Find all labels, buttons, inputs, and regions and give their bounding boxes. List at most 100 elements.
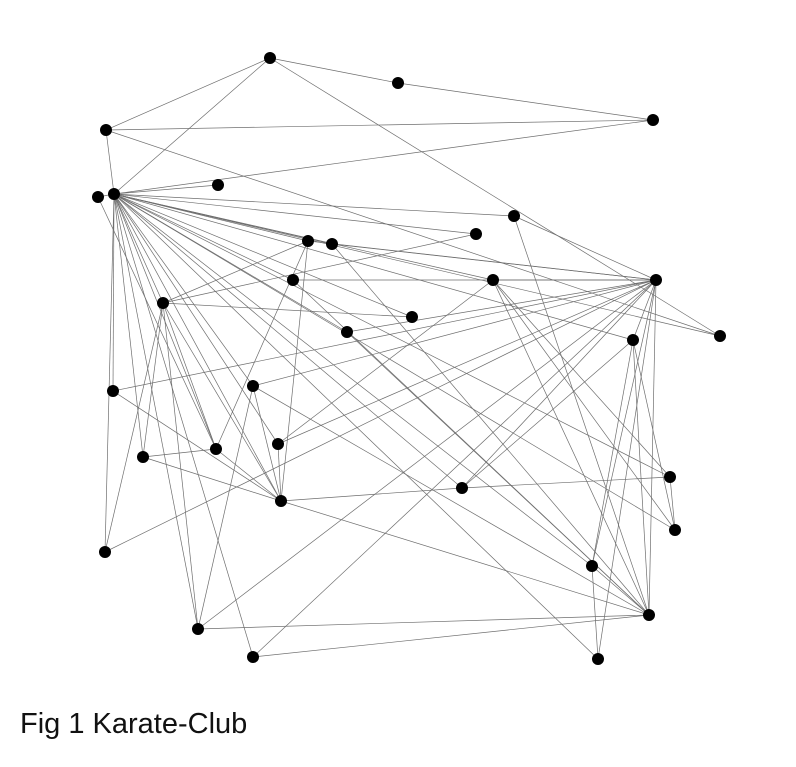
graph-edge: [105, 129, 721, 337]
graph-edge: [113, 193, 254, 658]
graph-edge: [113, 193, 593, 567]
graph-edge: [112, 193, 115, 392]
graph-node: [264, 52, 276, 64]
graph-edge: [113, 193, 294, 281]
graph-node: [100, 124, 112, 136]
graph-edge: [113, 57, 271, 195]
graph-edge: [461, 476, 671, 489]
graph-node: [108, 188, 120, 200]
graph-edges: [97, 57, 721, 660]
graph-edge: [269, 57, 399, 84]
graph-node: [664, 471, 676, 483]
graph-edge: [113, 193, 164, 304]
graph-edge: [113, 193, 254, 387]
graph-edge: [492, 279, 676, 531]
figure-caption: Fig 1 Karate-Club: [20, 708, 248, 740]
graph-edge: [113, 193, 477, 235]
graph-edge: [277, 279, 657, 445]
graph-node: [192, 623, 204, 635]
graph-edge: [513, 215, 650, 616]
graph-node: [287, 274, 299, 286]
graph-edge: [648, 279, 657, 616]
graph-edge: [113, 193, 463, 489]
graph-edge: [113, 193, 676, 531]
graph-edge: [97, 196, 217, 450]
graph-edge: [252, 385, 282, 502]
graph-edge: [461, 339, 634, 489]
graph-node: [272, 438, 284, 450]
graph-node: [456, 482, 468, 494]
graph-node: [275, 495, 287, 507]
graph-edge: [215, 240, 309, 450]
graph-edge: [492, 279, 671, 478]
graph-node: [341, 326, 353, 338]
graph-node: [487, 274, 499, 286]
graph-edge: [252, 279, 657, 658]
graph-edge: [252, 614, 650, 658]
graph-node: [247, 380, 259, 392]
graph-edge: [280, 240, 309, 502]
graph-edge: [331, 243, 657, 281]
graph-edge: [280, 487, 463, 502]
graph-node: [99, 546, 111, 558]
graph-edge: [632, 339, 676, 531]
graph-node: [92, 191, 104, 203]
graph-edge: [113, 193, 671, 478]
graph-edge: [112, 279, 657, 392]
graph-edge: [269, 57, 721, 337]
graph-edge: [105, 119, 654, 131]
graph-edge: [197, 279, 657, 630]
graph-node: [210, 443, 222, 455]
graph-edge: [252, 279, 657, 387]
graph-edge: [113, 193, 279, 445]
graph-edge: [113, 119, 654, 195]
graph-edge: [162, 302, 282, 502]
graph-edge: [113, 193, 494, 281]
graph-node: [647, 114, 659, 126]
graph-edge: [277, 279, 494, 445]
graph-edge: [492, 279, 650, 616]
graph-node: [650, 274, 662, 286]
graph-edge: [113, 193, 721, 337]
graph-edge: [104, 279, 657, 553]
graph-node: [392, 77, 404, 89]
graph-edge: [112, 390, 282, 502]
graph-edge: [397, 82, 654, 121]
graph-edge: [162, 302, 217, 450]
graph-node: [247, 651, 259, 663]
graph-edge: [142, 448, 217, 458]
graph-edge: [632, 279, 657, 341]
graph-edge: [215, 448, 282, 502]
graph-edge: [105, 57, 271, 131]
graph-node: [508, 210, 520, 222]
graph-node: [326, 238, 338, 250]
graph-node: [302, 235, 314, 247]
graph-node: [714, 330, 726, 342]
graph-edge: [346, 279, 657, 333]
graph-edge: [113, 193, 282, 502]
graph-edge: [591, 565, 650, 616]
graph-edge: [105, 129, 115, 195]
graph-edge: [162, 302, 199, 630]
graph-edge: [513, 215, 657, 281]
graph-node: [592, 653, 604, 665]
graph-node: [643, 609, 655, 621]
graph-node: [107, 385, 119, 397]
graph-node: [669, 524, 681, 536]
graph-node: [586, 560, 598, 572]
graph-node: [157, 297, 169, 309]
graph-edge: [113, 193, 599, 660]
graph-edge: [162, 233, 477, 304]
graph-edge: [113, 193, 144, 458]
graph-edge: [277, 443, 282, 502]
graph-edge: [280, 500, 650, 616]
graph-edge: [113, 193, 515, 217]
graph-nodes: [92, 52, 726, 665]
graph-edge: [113, 193, 634, 341]
graph-node: [627, 334, 639, 346]
graph-node: [470, 228, 482, 240]
graph-edge: [113, 193, 199, 630]
graph-edge: [591, 339, 634, 567]
graph-edge: [669, 476, 676, 531]
graph-edge: [591, 279, 657, 567]
